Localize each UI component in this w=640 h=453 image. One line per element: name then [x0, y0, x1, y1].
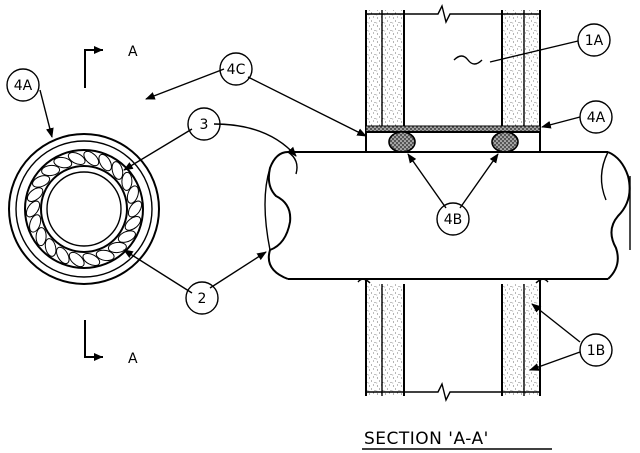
seal-bead-right [491, 131, 519, 153]
wrap-coil [121, 171, 133, 191]
seal-bead-left [388, 131, 416, 153]
wrap-coil [82, 252, 101, 267]
wrap-coil [53, 156, 73, 169]
svg-text:3: 3 [200, 117, 209, 133]
wrap-coil [124, 216, 142, 231]
callout-4B: 4B [436, 202, 470, 236]
callout-4C: 4C [219, 52, 253, 86]
wrap-coil [41, 164, 61, 177]
wrap-coil [117, 230, 136, 243]
leader-lines [39, 40, 581, 371]
callout-4A-top: 4A [579, 100, 613, 134]
callout-2: 2 [185, 281, 219, 315]
callout-1A: 1A [577, 23, 611, 57]
wrap-coil [25, 200, 41, 218]
section-marker-top-label: A [128, 44, 138, 60]
wrap-coils [25, 150, 143, 268]
svg-text:4A: 4A [14, 78, 33, 94]
callout-3: 3 [187, 107, 221, 141]
pipe-outer-wall [40, 165, 128, 253]
wrap-outer-edge [24, 149, 144, 269]
wrap-coil [98, 153, 112, 172]
wrap-coil [111, 161, 124, 180]
wrap-coil [32, 175, 51, 188]
outer-sealant-ring [8, 133, 160, 285]
svg-text:1B: 1B [587, 343, 606, 359]
svg-text:4C: 4C [227, 62, 246, 78]
wrap-coil [126, 185, 139, 204]
svg-text:2: 2 [198, 291, 207, 307]
wrap-coil [83, 150, 100, 167]
callout-4A-left: 4A [6, 68, 40, 102]
svg-text:4B: 4B [444, 212, 463, 228]
svg-text:4A: 4A [587, 110, 606, 126]
wrap-coil [67, 151, 86, 166]
wall-section [357, 3, 549, 403]
wrap-coil [68, 251, 85, 268]
wrap-coil [26, 187, 44, 202]
wrap-coil [56, 246, 70, 265]
section-caption: SECTION 'A-A' [364, 429, 489, 449]
section-marker-bottom: A [84, 320, 138, 367]
wrap-coil [35, 227, 47, 247]
wrap-coil [44, 238, 57, 257]
pipe-inner-wall [46, 171, 122, 247]
section-marker-top: A [84, 44, 138, 88]
section-marker-bottom-label: A [128, 351, 138, 367]
callout-1B: 1B [579, 333, 613, 367]
wrap-coil [107, 241, 127, 254]
wrap-coil [95, 249, 115, 262]
svg-text:1A: 1A [585, 33, 604, 49]
wrap-coil [127, 200, 143, 218]
pipe-side-view [264, 151, 631, 280]
wrap-coil [29, 214, 42, 233]
pipe-cross-section [8, 133, 160, 285]
